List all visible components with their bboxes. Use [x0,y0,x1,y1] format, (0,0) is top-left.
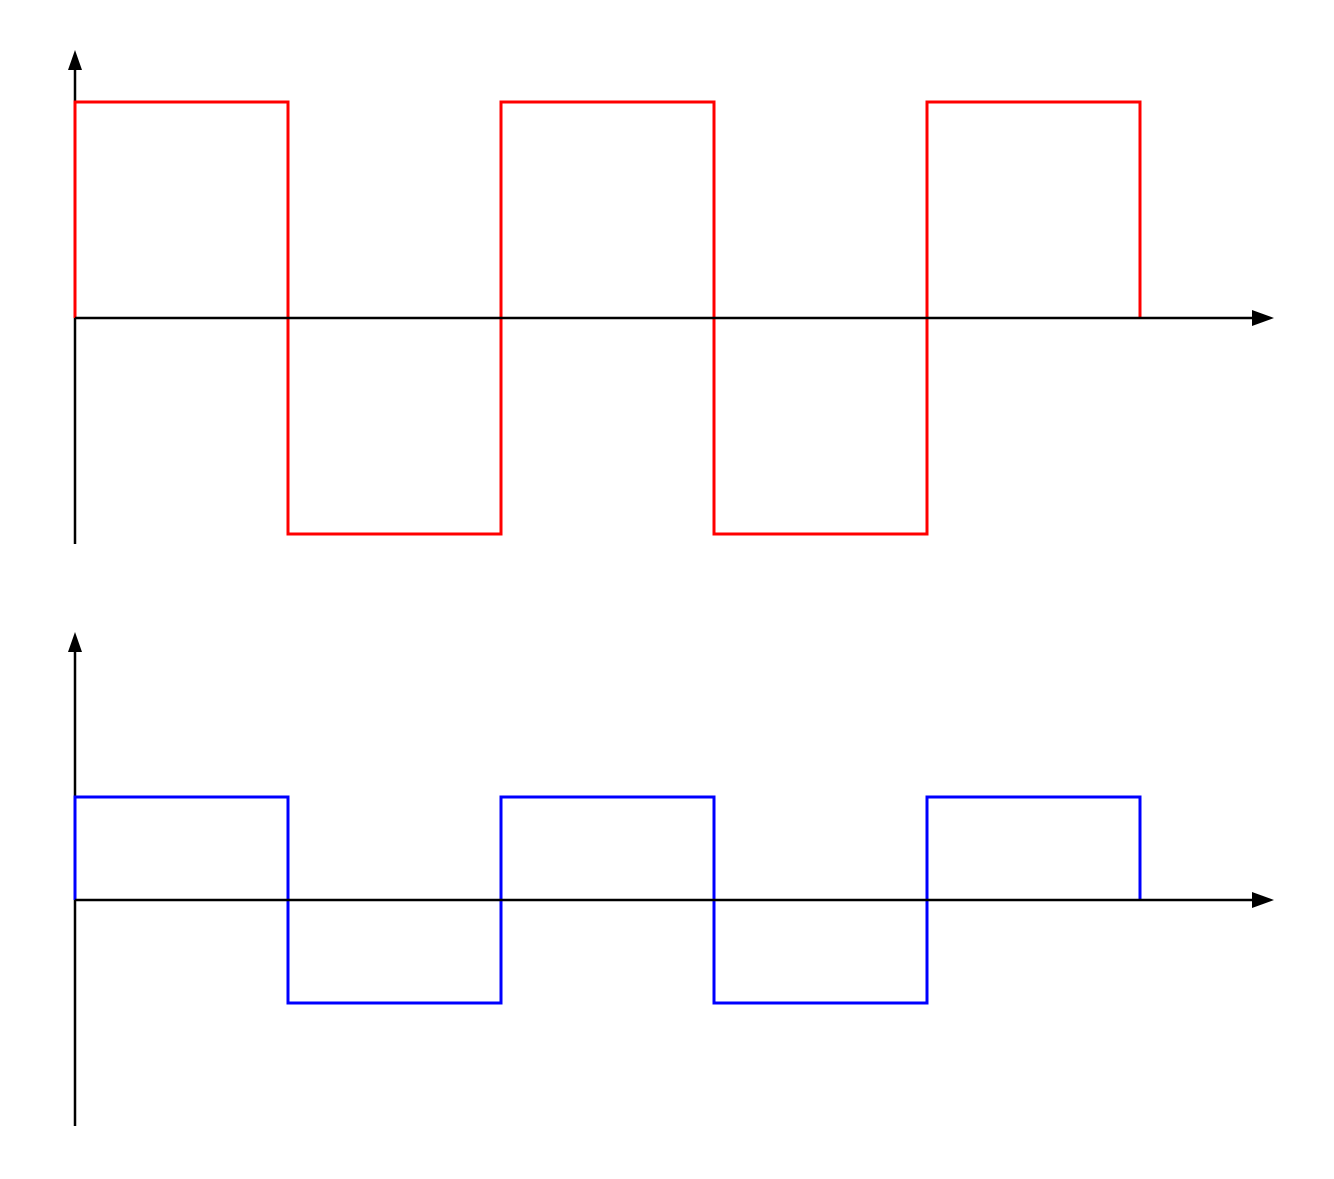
bottom-y-axis-arrow [68,632,82,652]
bottom-square-wave-series [73,795,1142,1005]
top-chart-panel [68,50,1274,544]
top-x-axis-arrow [1252,310,1274,326]
bottom-x-axis-arrow [1252,892,1274,908]
bottom-chart-panel [68,632,1274,1126]
top-y-axis-arrow [68,50,82,70]
top-square-wave-series [73,100,1142,536]
